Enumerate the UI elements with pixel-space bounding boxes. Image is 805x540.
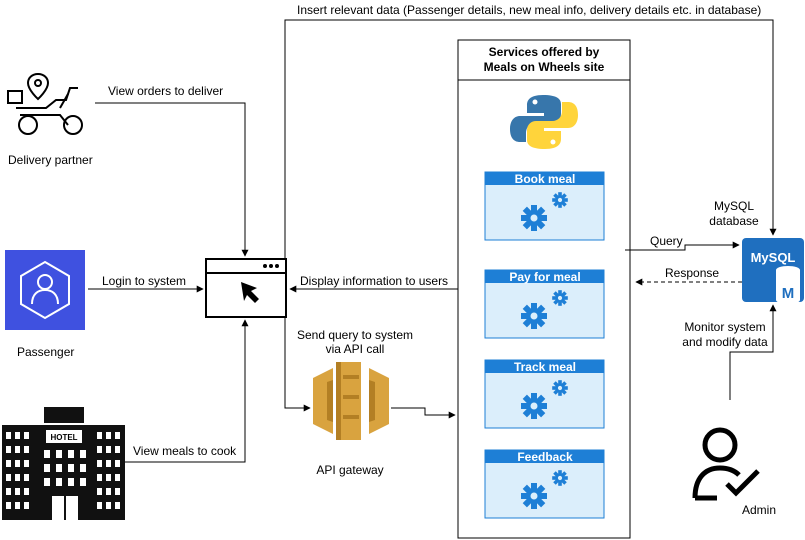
passenger-label: Passenger bbox=[17, 345, 74, 359]
browser-window-icon bbox=[205, 258, 287, 318]
admin-user-icon bbox=[692, 427, 760, 501]
small-gear-icon bbox=[552, 380, 568, 396]
insert-data-label: Insert relevant data (Passenger details,… bbox=[297, 3, 761, 17]
passenger-icon bbox=[5, 250, 85, 330]
gear-icon bbox=[521, 393, 547, 419]
display-info-label: Display information to users bbox=[300, 274, 448, 288]
edge-view-meals bbox=[125, 319, 249, 463]
admin-label: Admin bbox=[742, 503, 776, 517]
service-card-book-meal: Book meal bbox=[484, 171, 605, 241]
api-gateway-label: API gateway bbox=[316, 463, 383, 477]
login-label: Login to system bbox=[102, 274, 186, 288]
mysql-database-icon bbox=[742, 238, 804, 304]
view-meals-label: View meals to cook bbox=[133, 444, 237, 458]
service-card-title: Book meal bbox=[515, 172, 576, 186]
mysql-m-text: M bbox=[782, 285, 795, 302]
edge-send-query bbox=[284, 317, 311, 412]
response-label: Response bbox=[665, 266, 719, 280]
gear-icon bbox=[521, 483, 547, 509]
service-card-feedback: Feedback bbox=[484, 449, 605, 519]
service-card-title: Pay for meal bbox=[509, 270, 580, 284]
view-orders-label: View orders to deliver bbox=[108, 84, 223, 98]
gear-icon bbox=[521, 303, 547, 329]
hotel-sign: HOTEL bbox=[50, 433, 77, 442]
delivery-partner-label: Delivery partner bbox=[8, 153, 93, 167]
small-gear-icon bbox=[552, 290, 568, 306]
edge-gateway-services bbox=[391, 407, 456, 419]
python-logo-icon bbox=[510, 95, 578, 149]
service-card-track-meal: Track meal bbox=[484, 359, 605, 429]
hotel-icon bbox=[2, 407, 125, 520]
query-label: Query bbox=[650, 234, 683, 248]
delivery-scooter-icon bbox=[7, 72, 83, 135]
small-gear-icon bbox=[552, 192, 568, 208]
small-gear-icon bbox=[552, 470, 568, 486]
edge-view-orders bbox=[95, 102, 249, 257]
mysql-logo-text: MySQL bbox=[751, 250, 796, 265]
gear-icon bbox=[521, 205, 547, 231]
service-card-title: Feedback bbox=[517, 450, 573, 464]
service-card-pay-for-meal: Pay for meal bbox=[484, 269, 605, 339]
edge-insert-data bbox=[284, 19, 777, 259]
service-card-title: Track meal bbox=[514, 360, 576, 374]
api-gateway-icon bbox=[313, 362, 389, 440]
edge-query bbox=[625, 241, 740, 251]
edge-monitor bbox=[729, 304, 777, 400]
